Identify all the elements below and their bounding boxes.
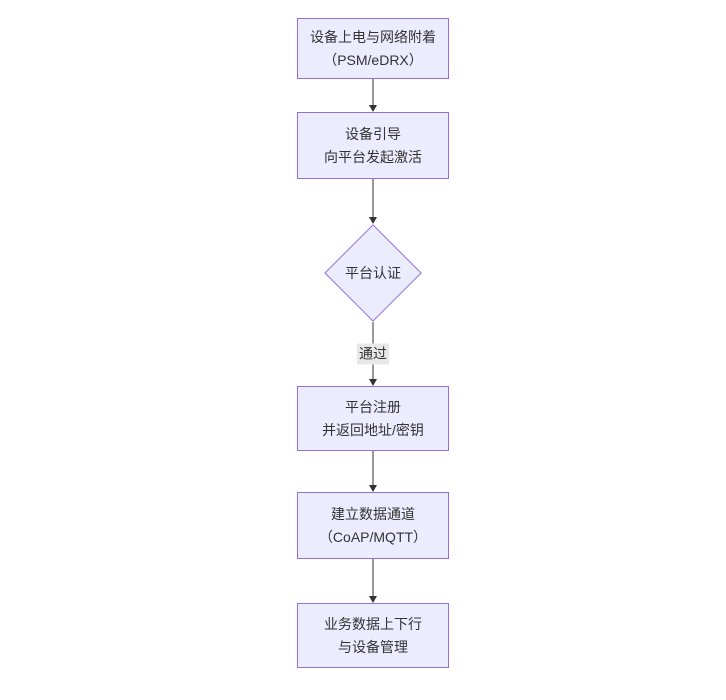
flow-arrow-3: 通过 xyxy=(357,322,389,386)
arrowhead-down-icon xyxy=(369,596,377,603)
flow-arrow-5 xyxy=(367,559,379,603)
node-label-line: 业务数据上下行 xyxy=(324,615,422,632)
node-label-line: 设备引导 xyxy=(345,125,401,142)
arrowhead-down-icon xyxy=(369,105,377,112)
flow-arrow-4 xyxy=(367,451,379,492)
arrow-line xyxy=(372,79,374,107)
node-label-line: 平台注册 xyxy=(345,398,401,415)
node-label-line: 并返回地址/密钥 xyxy=(322,421,424,438)
arrowhead-down-icon xyxy=(369,379,377,386)
flow-arrow-1 xyxy=(367,79,379,112)
node-data-channel: 建立数据通道 （CoAP/MQTT） xyxy=(297,492,449,559)
arrow-line xyxy=(372,559,374,598)
node-label-line: （CoAP/MQTT） xyxy=(318,528,428,545)
node-business-data: 业务数据上下行 与设备管理 xyxy=(297,603,449,668)
node-label-line: 平台认证 xyxy=(345,265,401,281)
decision-platform-auth: 平台认证 xyxy=(324,224,422,322)
node-label-line: 与设备管理 xyxy=(338,638,408,655)
node-label-line: 建立数据通道 xyxy=(331,505,415,522)
arrow-line xyxy=(372,179,374,219)
flow-arrow-2 xyxy=(367,179,379,224)
node-label-line: 向平台发起激活 xyxy=(324,148,422,165)
node-register: 平台注册 并返回地址/密钥 xyxy=(297,386,449,451)
node-label-line: （PSM/eDRX） xyxy=(323,51,423,68)
arrowhead-down-icon xyxy=(369,217,377,224)
arrowhead-down-icon xyxy=(369,485,377,492)
edge-label-pass: 通过 xyxy=(357,343,389,365)
node-bootstrap: 设备引导 向平台发起激活 xyxy=(297,112,449,179)
arrow-line xyxy=(372,451,374,487)
node-label-line: 设备上电与网络附着 xyxy=(310,28,436,45)
flowchart: 设备上电与网络附着 （PSM/eDRX） 设备引导 向平台发起激活 平台认证 通… xyxy=(297,18,449,668)
node-power-attach: 设备上电与网络附着 （PSM/eDRX） xyxy=(297,18,449,79)
